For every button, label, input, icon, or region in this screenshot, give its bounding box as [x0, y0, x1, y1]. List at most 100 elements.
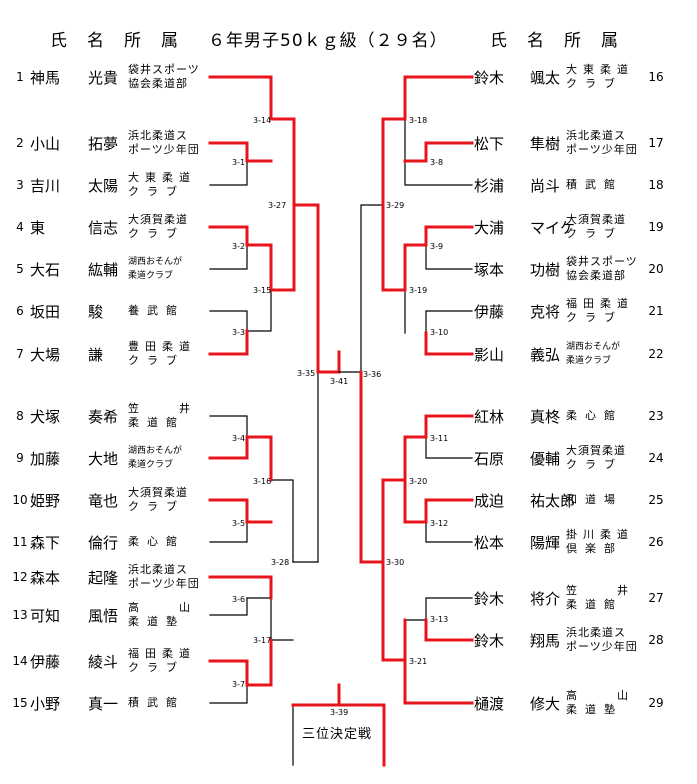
match-label: 3-4 — [232, 434, 245, 443]
entry-club: 浜北柔道スポーツ少年団 — [128, 129, 200, 157]
entry-name: 鈴木颯太 — [474, 67, 569, 87]
match-label: 3-17 — [253, 636, 271, 645]
entry-number: 11 — [12, 535, 28, 549]
entry-club-line1: 大須賀柔道 — [566, 213, 626, 226]
entry-name: 石原優輔 — [474, 448, 569, 468]
entry-name: 森下倫行 — [30, 532, 125, 552]
entry-last-name: 松下 — [474, 135, 505, 153]
entry-club-line1: 湖西おそんが — [128, 446, 183, 456]
entry-club: 浜北柔道スポーツ少年団 — [566, 626, 638, 654]
match-label: 3-16 — [253, 477, 271, 486]
entry-club: 浜北柔道スポーツ少年団 — [128, 563, 200, 591]
entry-first-name: 奏希 — [88, 408, 119, 426]
entry-club-line1: 和道場 — [566, 493, 623, 506]
entry-club: 豊田柔道クラブ — [128, 340, 196, 368]
entry-number: 13 — [12, 608, 28, 622]
entry-last-name: 伊藤 — [474, 303, 505, 321]
entry-club: 笠 井柔道館 — [566, 584, 634, 612]
entry-club-line2: クラブ — [128, 500, 185, 513]
entry-last-name: 坂田 — [30, 303, 61, 321]
entry-first-name: 綾斗 — [88, 653, 119, 671]
entry-club: 柔心館 — [566, 409, 623, 423]
match-label: 3-19 — [409, 286, 427, 295]
match-label: 3-36 — [363, 370, 381, 379]
entry-club: 袋井スポーツ協会柔道部 — [566, 255, 638, 283]
entry-club: 高 山柔道塾 — [566, 689, 634, 717]
entry-number: 4 — [16, 220, 24, 234]
entry-club-line1: 養武館 — [128, 304, 185, 317]
entry-club-line2: 柔道塾 — [566, 703, 623, 716]
entry-last-name: 鈴木 — [474, 69, 505, 87]
entry-number: 10 — [12, 493, 28, 507]
entry-first-name: 謙 — [88, 346, 104, 364]
entry-club-line2: クラブ — [566, 311, 623, 324]
entry-club: 柔心館 — [128, 535, 185, 549]
entry-first-name: 駿 — [88, 303, 104, 321]
entry-first-name: 竜也 — [88, 492, 119, 510]
bracket-title: ６年男子50ｋｇ級（２９名） — [208, 31, 448, 51]
entry-first-name: 功樹 — [530, 261, 561, 279]
entry-club: 掛川柔道倶楽部 — [566, 528, 634, 556]
entry-last-name: 森本 — [30, 569, 61, 587]
entry-last-name: 神馬 — [30, 69, 61, 87]
entry-last-name: 樋渡 — [474, 695, 505, 713]
entry-club: 積武館 — [566, 178, 623, 192]
entry-name: 加藤大地 — [30, 448, 125, 468]
entry-first-name: 義弘 — [530, 346, 561, 364]
entry-name: 伊藤克将 — [474, 301, 569, 321]
entry-name: 小山 拓夢 — [30, 133, 125, 153]
third-place-label: 三位決定戦 — [302, 727, 373, 742]
entry-club-line2: クラブ — [128, 661, 185, 674]
entry-name: 杉浦尚斗 — [474, 175, 569, 195]
entry-number: 21 — [648, 304, 664, 318]
entry-number: 26 — [648, 535, 664, 549]
entry-last-name: 鈴木 — [474, 590, 505, 608]
entry-club-line2: クラブ — [566, 458, 623, 471]
entry-first-name: 優輔 — [530, 450, 561, 468]
match-label: 3-18 — [409, 116, 427, 125]
entry-first-name: 将介 — [530, 590, 561, 608]
entry-club-line2: ポーツ少年団 — [128, 577, 200, 590]
match-label: 3-8 — [430, 158, 443, 167]
entry-club-line1: 柔心館 — [566, 409, 623, 422]
match-label: 3-14 — [253, 116, 271, 125]
entry-club-line1: 大須賀柔道 — [128, 213, 188, 226]
match-label: 3-3 — [232, 328, 245, 337]
entry-last-name: 紅林 — [474, 408, 505, 426]
entry-number: 19 — [648, 220, 664, 234]
entry-club-line1: 袋井スポーツ — [566, 255, 638, 268]
entry-number: 6 — [16, 304, 24, 318]
entry-first-name: 紘輔 — [88, 261, 119, 279]
entry-name: 神馬光貴 — [30, 67, 125, 87]
entry-club: 大須賀柔道クラブ — [128, 213, 188, 241]
match-label: 3-13 — [430, 615, 448, 624]
entry-last-name: 大場 — [30, 346, 61, 364]
entry-first-name: 祐太郎 — [530, 492, 576, 510]
entry-last-name: 大石 — [30, 261, 61, 279]
entry-first-name: 真一 — [88, 695, 119, 713]
entry-last-name: 大浦 — [474, 219, 505, 237]
entry-last-name: 小山 — [30, 135, 61, 153]
entry-number: 2 — [16, 136, 24, 150]
entry-club: 大東柔道クラブ — [128, 171, 196, 199]
entry-number: 29 — [648, 696, 664, 710]
entry-first-name: 起隆 — [88, 569, 119, 587]
entry-club-line1: 湖西おそんが — [566, 342, 621, 352]
entry-club-line2: 倶楽部 — [566, 542, 623, 555]
entry-last-name: 杉浦 — [474, 177, 505, 195]
entry-club: 大東柔道クラブ — [566, 63, 634, 91]
entry-club-line2: クラブ — [566, 77, 623, 90]
match-label: 3-2 — [232, 242, 245, 251]
entry-number: 3 — [16, 178, 24, 192]
entry-last-name: 鈴木 — [474, 632, 505, 650]
entry-first-name: 拓夢 — [88, 135, 119, 153]
match-label: 3-9 — [430, 242, 443, 251]
entry-number: 17 — [648, 136, 664, 150]
match-label: 3-30 — [386, 558, 404, 567]
entry-name: 松下隼樹 — [474, 133, 569, 153]
entry-club-line2: ポーツ少年団 — [566, 143, 638, 156]
entry-name: 森本 起隆 — [30, 567, 125, 587]
entry-club-line1: 浜北柔道ス — [128, 563, 188, 576]
entry-number: 28 — [648, 633, 664, 647]
entry-club-line1: 浜北柔道ス — [128, 129, 188, 142]
